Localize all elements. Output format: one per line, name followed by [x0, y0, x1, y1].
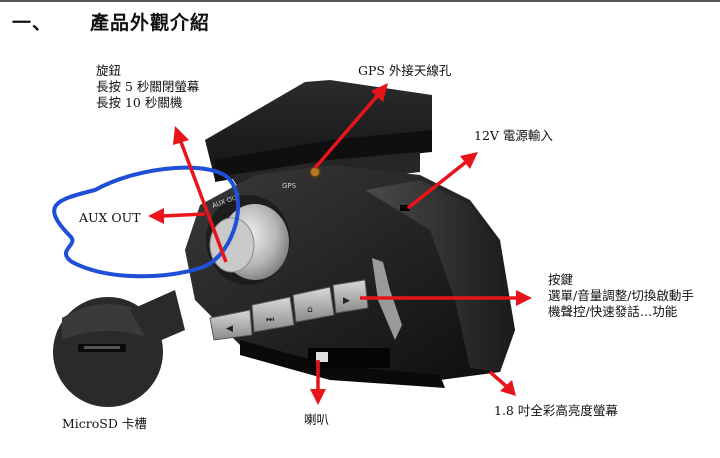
svg-text:▶: ▶ [343, 296, 350, 306]
screen-panel [308, 348, 390, 368]
arrow-knob [179, 141, 228, 263]
arrow-buttons-head [516, 290, 532, 306]
button-row: ◀ ⏭ ⌂ ▶ [209, 279, 369, 341]
arrow-aux-head [148, 208, 164, 224]
svg-text:◀: ◀ [226, 324, 233, 334]
knob-label: 旋鈕 長按 5 秒關閉螢幕 長按 10 秒關機 [96, 63, 199, 111]
microsd-inset [53, 290, 185, 407]
section-number: 一、 [12, 12, 53, 34]
speaker-label: 喇叭 [304, 412, 330, 427]
section-heading: 一、 產品外觀介紹 [12, 8, 210, 35]
arrow-speaker-head [310, 389, 326, 405]
power-port [400, 205, 410, 211]
arrow-screen-head [500, 380, 516, 396]
arrow-power [406, 160, 468, 210]
aux-label: AUX OUT [79, 210, 141, 225]
buttons-label-line: 機聲控/快速發話…功能 [548, 304, 678, 319]
microsd-label: MicroSD 卡槽 [62, 416, 147, 431]
svg-text:⏭: ⏭ [266, 315, 274, 325]
screen-label: 1.8 吋全彩高亮度螢幕 [494, 403, 618, 418]
buttons-label-line: 按鍵 [548, 272, 574, 287]
svg-text:⌂: ⌂ [307, 305, 313, 315]
power-label: 12V 電源輸入 [474, 128, 553, 143]
gps-jack [309, 166, 321, 178]
arrow-knob-head [173, 126, 189, 145]
gps-label: GPS 外接天線孔 [358, 63, 452, 78]
buttons-label-line: 選單/音量調整/切換啟動手 [548, 288, 694, 303]
knob-label-line: 旋鈕 [96, 63, 122, 78]
knob-label-line: 長按 5 秒關閉螢幕 [96, 79, 200, 94]
screen-logo [316, 352, 328, 362]
callout-arrows [148, 83, 532, 405]
top-rule [0, 0, 720, 2]
gps-mark: GPS [282, 182, 297, 190]
arrow-screen [488, 370, 508, 388]
knob-label-line: 長按 10 秒關機 [96, 95, 183, 110]
buttons-label: 按鍵 選單/音量調整/切換啟動手 機聲控/快速發話…功能 [548, 272, 694, 320]
knob [206, 195, 290, 285]
section-title: 產品外觀介紹 [90, 12, 211, 34]
arrow-gps [313, 93, 380, 170]
arrow-aux [161, 212, 206, 218]
arrow-gps-head [371, 83, 388, 102]
aux-highlight [52, 165, 240, 279]
arrow-power-head [460, 152, 478, 169]
